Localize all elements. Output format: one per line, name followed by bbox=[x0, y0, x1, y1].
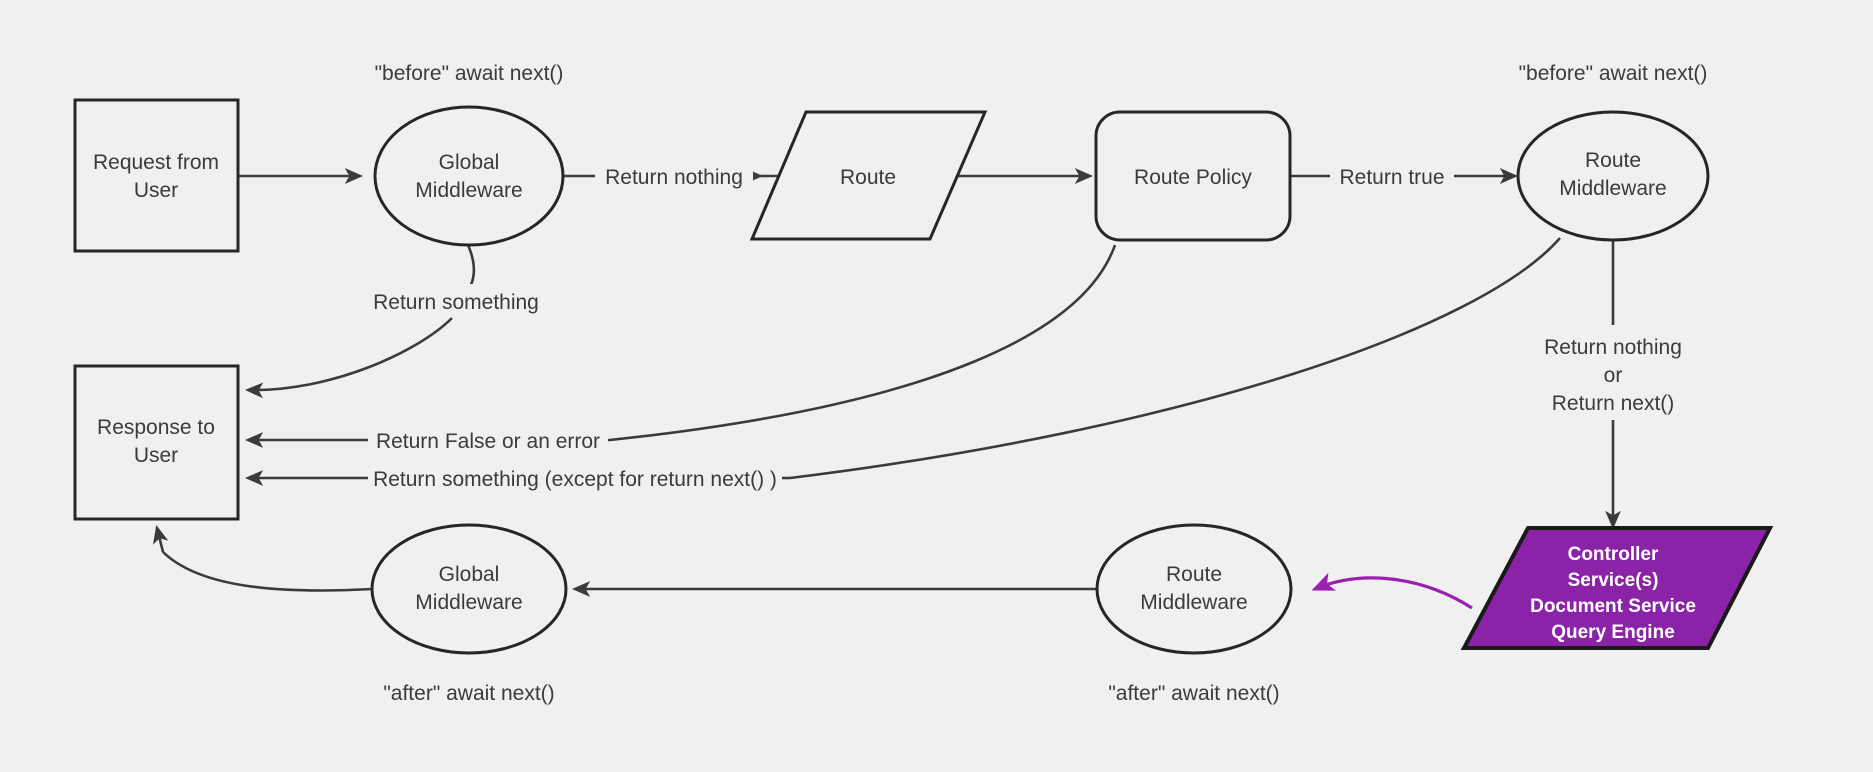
annotation-after-route-middleware: "after" await next() bbox=[1108, 682, 1279, 705]
return-nothing-text: Return nothing bbox=[605, 166, 743, 189]
global-middleware-before-label-line2: Middleware bbox=[415, 179, 522, 202]
return-nothing-or-next-line2: or bbox=[1604, 364, 1623, 387]
label-return-nothing: Return nothing bbox=[595, 160, 753, 192]
route-label: Route bbox=[840, 166, 896, 189]
controller-label-line3: Document Service bbox=[1530, 596, 1696, 617]
annotation-before-route-middleware: "before" await next() bbox=[1519, 62, 1708, 85]
annotation-after-global-middleware: "after" await next() bbox=[383, 682, 554, 705]
response-to-user-label-line2: User bbox=[134, 444, 178, 467]
label-return-false-or-error: Return False or an error bbox=[368, 424, 608, 456]
route-policy-label: Route Policy bbox=[1134, 166, 1252, 189]
global-middleware-after-label-line2: Middleware bbox=[415, 591, 522, 614]
node-global-middleware-before[interactable]: Global Middleware bbox=[373, 105, 565, 247]
edge-global-middleware-after-to-response bbox=[153, 525, 373, 592]
label-return-true: Return true bbox=[1330, 160, 1454, 192]
response-to-user-label-line1: Response to bbox=[97, 416, 215, 439]
annotation-before-global-middleware: "before" await next() bbox=[375, 62, 564, 85]
edge-global-middleware-to-response bbox=[244, 244, 476, 399]
return-nothing-or-next-line1: Return nothing bbox=[1544, 336, 1682, 359]
return-nothing-or-next-line3: Return next() bbox=[1552, 392, 1675, 415]
return-true-text: Return true bbox=[1339, 166, 1444, 189]
node-response-to-user[interactable]: Response to User bbox=[73, 364, 240, 521]
route-middleware-after-label-line1: Route bbox=[1166, 563, 1222, 586]
edge-controller-to-route-middleware-after bbox=[1311, 572, 1473, 610]
node-request-from-user[interactable]: Request from User bbox=[73, 98, 240, 253]
return-something-except-text: Return something (except for return next… bbox=[373, 468, 777, 491]
node-controller-services[interactable]: Controller Service(s) Document Service Q… bbox=[1460, 526, 1774, 650]
node-route-middleware-after[interactable]: Route Middleware bbox=[1095, 523, 1293, 655]
node-route-policy[interactable]: Route Policy bbox=[1094, 110, 1292, 242]
node-global-middleware-after[interactable]: Global Middleware bbox=[370, 523, 568, 655]
route-middleware-before-label-line2: Middleware bbox=[1559, 177, 1666, 200]
label-return-something-except: Return something (except for return next… bbox=[368, 462, 782, 494]
return-something-text: Return something bbox=[373, 291, 539, 314]
label-return-nothing-or-next: Return nothing or Return next() bbox=[1528, 328, 1704, 420]
node-route[interactable]: Route bbox=[749, 110, 988, 241]
label-return-something: Return something bbox=[360, 284, 552, 316]
controller-label-line2: Service(s) bbox=[1568, 570, 1659, 591]
global-middleware-after-label-line1: Global bbox=[439, 563, 500, 586]
return-false-or-error-text: Return False or an error bbox=[376, 430, 600, 453]
controller-label-line4: Query Engine bbox=[1551, 622, 1675, 643]
route-middleware-before-label-line1: Route bbox=[1585, 149, 1641, 172]
route-middleware-after-label-line2: Middleware bbox=[1140, 591, 1247, 614]
controller-label-line1: Controller bbox=[1568, 544, 1659, 565]
request-from-user-label-line2: User bbox=[134, 179, 178, 202]
node-route-middleware-before[interactable]: Route Middleware bbox=[1516, 110, 1710, 242]
request-from-user-label-line1: Request from bbox=[93, 151, 219, 174]
global-middleware-before-label-line1: Global bbox=[439, 151, 500, 174]
edge-route-policy-to-response bbox=[244, 244, 1117, 448]
